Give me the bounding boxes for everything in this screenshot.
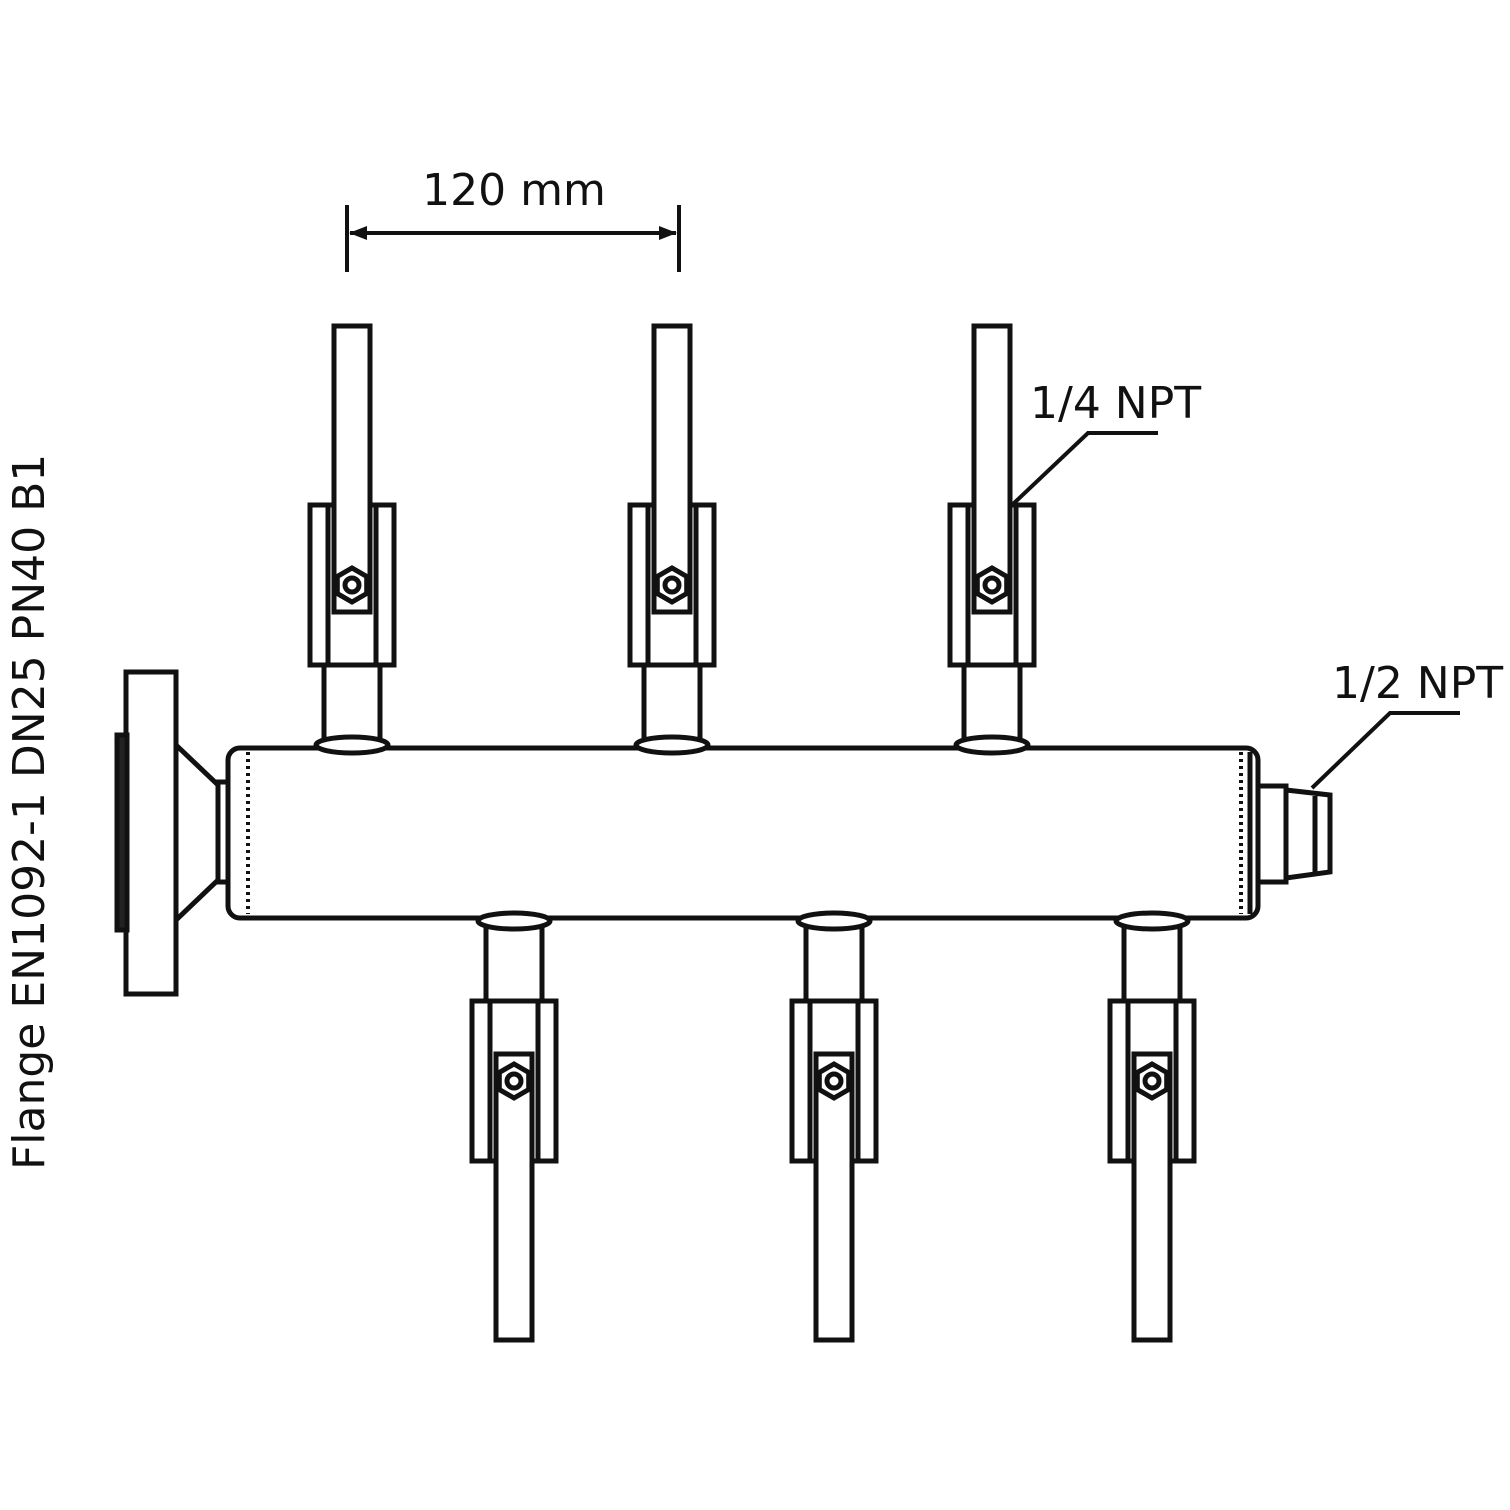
valve-bottom-2[interactable] — [789, 910, 879, 1343]
valve-handle-front — [813, 1051, 855, 1343]
header-body — [225, 745, 1261, 921]
valve-top-2[interactable] — [627, 323, 717, 756]
valve-bolt — [342, 575, 362, 595]
valve-handle-front — [493, 1051, 535, 1343]
valve-top-3[interactable] — [947, 323, 1037, 756]
valve-stem — [803, 921, 865, 1004]
valve-stem — [641, 662, 703, 745]
valve-weld — [1113, 910, 1191, 932]
dimension-arrow-right — [659, 226, 677, 240]
end-fitting-body — [1255, 783, 1289, 885]
valve-stem — [961, 662, 1023, 745]
valve-bolt — [824, 1071, 844, 1091]
valve-stem — [1121, 921, 1183, 1004]
flange-neck — [173, 739, 221, 926]
valve-handle-front — [971, 323, 1013, 615]
end-thread-label: 1/2 NPT — [1332, 658, 1503, 709]
valve-bottom-1[interactable] — [469, 910, 559, 1343]
header-pipe — [225, 745, 1261, 921]
flange-plate — [123, 669, 179, 997]
valves — [307, 323, 1197, 1343]
dimension-label: 120 mm — [422, 165, 606, 216]
valve-bolt — [1142, 1071, 1162, 1091]
valve-bolt — [504, 1071, 524, 1091]
valve-handle-front — [651, 323, 693, 615]
valve-weld — [953, 734, 1031, 756]
valve-weld — [313, 734, 391, 756]
valve-weld — [795, 910, 873, 932]
valve-stem — [321, 662, 383, 745]
leader-outlet-thread — [1010, 431, 1158, 507]
valve-bottom-3[interactable] — [1107, 910, 1197, 1343]
valve-stem — [483, 921, 545, 1004]
end-fitting-thread — [1283, 787, 1333, 881]
valve-top-1[interactable] — [307, 323, 397, 756]
valve-handle-front — [1131, 1051, 1173, 1343]
outlet-thread-label: 1/4 NPT — [1030, 378, 1201, 429]
valve-bolt — [662, 575, 682, 595]
flange-face-dark — [114, 732, 130, 933]
dimension — [345, 205, 681, 272]
end-fitting — [1255, 783, 1333, 885]
valve-weld — [633, 734, 711, 756]
valve-bolt — [982, 575, 1002, 595]
leaders — [1010, 431, 1460, 790]
dimension-arrow-left — [349, 226, 367, 240]
valve-weld — [475, 910, 553, 932]
flange-label: Flange EN1092-1 DN25 PN40 B1 — [4, 454, 55, 1170]
leader-end-thread — [1310, 711, 1460, 790]
valve-handle-front — [331, 323, 373, 615]
